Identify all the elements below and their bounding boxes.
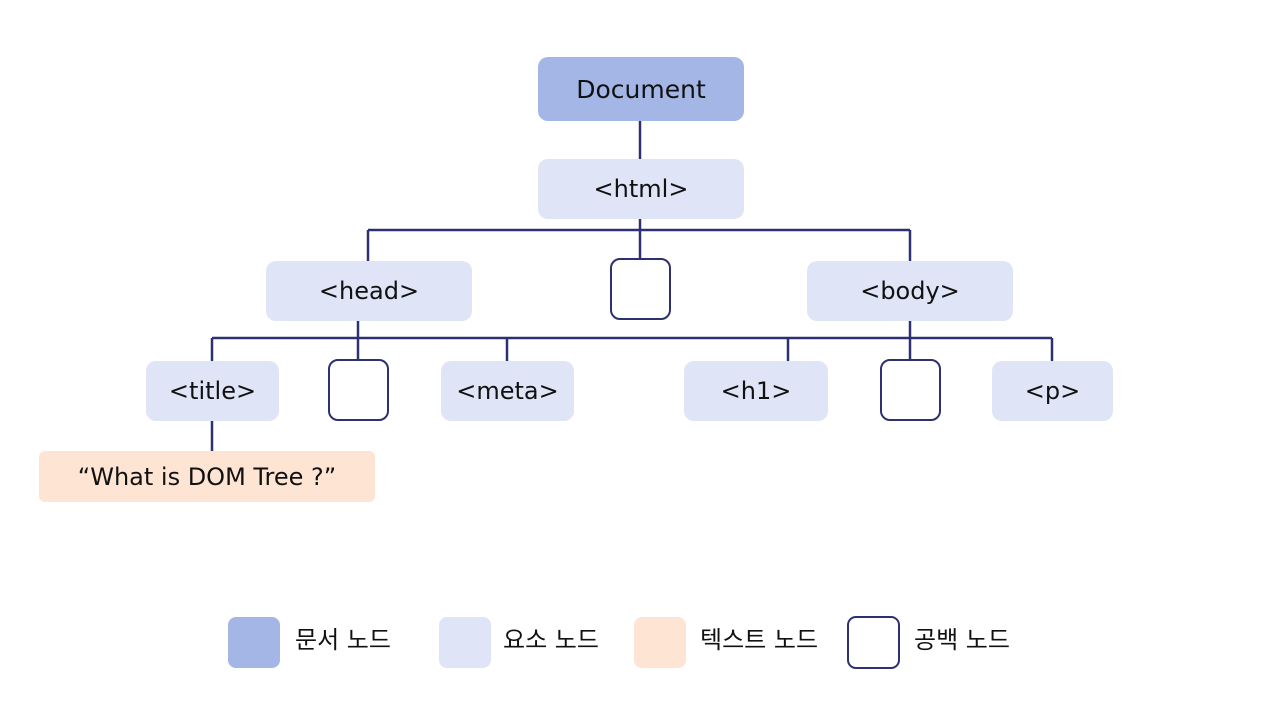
legend-swatch-document [228, 617, 280, 668]
whitespace-node-head [328, 359, 389, 421]
head-node: <head> [266, 261, 472, 321]
whitespace-node-body [880, 359, 941, 421]
html-node: <html> [538, 159, 744, 219]
legend-label-document: 문서 노드 [295, 626, 391, 654]
legend-label-element: 요소 노드 [503, 626, 599, 654]
legend-label-whitespace: 공백 노드 [914, 626, 1010, 654]
legend-swatch-whitespace [847, 616, 900, 669]
h1-node: <h1> [684, 361, 828, 421]
meta-node: <meta> [441, 361, 574, 421]
p-node: <p> [992, 361, 1113, 421]
document-node: Document [538, 57, 744, 121]
legend-swatch-element [439, 617, 491, 668]
title-node: <title> [146, 361, 279, 421]
whitespace-node-html [610, 258, 671, 320]
legend-swatch-text [634, 617, 686, 668]
body-node: <body> [807, 261, 1013, 321]
legend-label-text: 텍스트 노드 [700, 626, 819, 654]
title-text-node: “What is DOM Tree ?” [39, 451, 375, 502]
